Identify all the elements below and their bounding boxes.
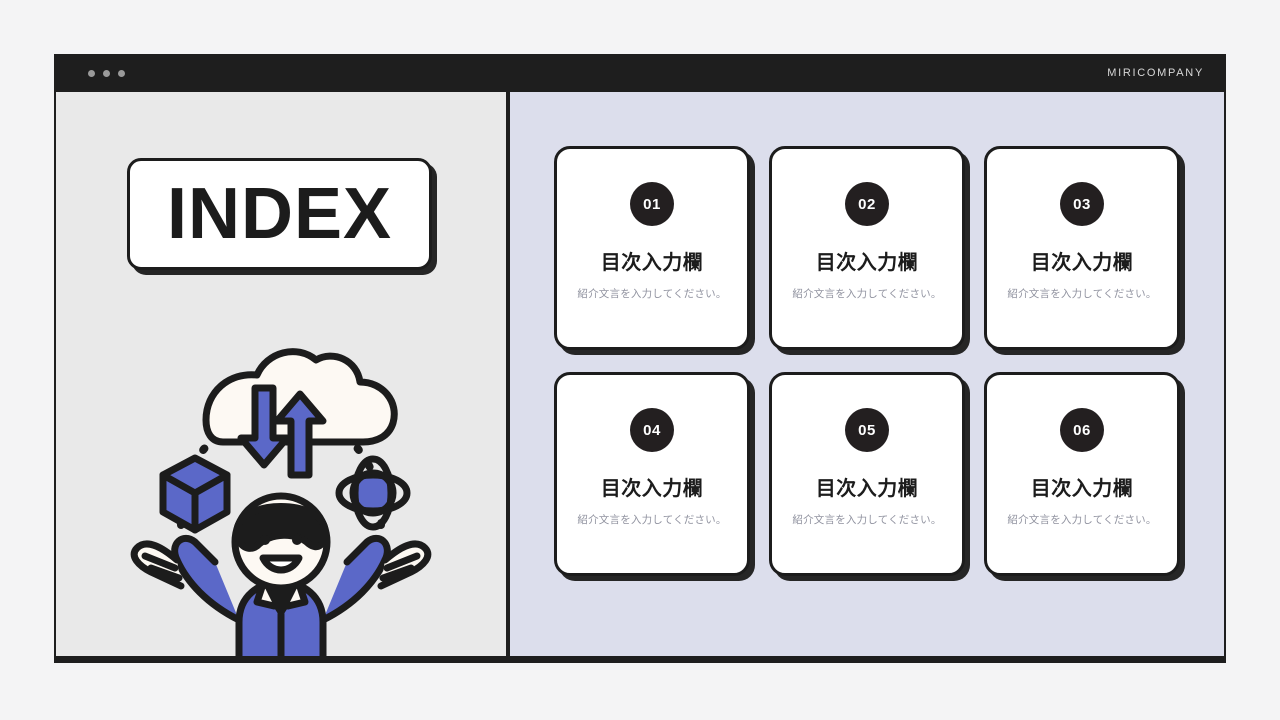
card-title: 目次入力欄 (1030, 252, 1134, 274)
card-number-badge: 04 (630, 408, 674, 452)
window-dot-icon[interactable] (118, 69, 125, 77)
index-card[interactable]: 02 目次入力欄 紹介文言を入力してください。 (769, 146, 965, 350)
right-panel: 01 目次入力欄 紹介文言を入力してください。 02 目次入力欄 紹介文言を入力… (510, 92, 1224, 656)
card-description: 紹介文言を入力してください。 (1007, 514, 1157, 526)
card-description: 紹介文言を入力してください。 (577, 514, 727, 526)
left-panel: INDEX (56, 92, 507, 656)
card-number-badge: 06 (1060, 408, 1104, 452)
index-title-box: INDEX (127, 158, 432, 270)
card-title: 目次入力欄 (600, 252, 704, 274)
window-dot-icon[interactable] (88, 69, 95, 77)
brand-label: MIRICOMPANY (1107, 67, 1204, 79)
window-dot-icon[interactable] (103, 69, 110, 77)
card-number-badge: 05 (845, 408, 889, 452)
card-number-badge: 02 (845, 182, 889, 226)
card-title: 目次入力欄 (1030, 478, 1134, 500)
card-title: 目次入力欄 (815, 252, 919, 274)
cloud-sync-person-illustration (111, 320, 451, 656)
slide-window: MIRICOMPANY INDEX (54, 54, 1226, 663)
card-title: 目次入力欄 (600, 478, 704, 500)
index-card[interactable]: 05 目次入力欄 紹介文言を入力してください。 (769, 372, 965, 576)
slide-body: INDEX (56, 92, 1224, 656)
index-cards-grid: 01 目次入力欄 紹介文言を入力してください。 02 目次入力欄 紹介文言を入力… (554, 146, 1180, 576)
card-description: 紹介文言を入力してください。 (1007, 288, 1157, 300)
card-number-badge: 03 (1060, 182, 1104, 226)
card-number-badge: 01 (630, 182, 674, 226)
page-title: INDEX (166, 174, 393, 254)
card-description: 紹介文言を入力してください。 (792, 514, 942, 526)
window-title-bar: MIRICOMPANY (54, 54, 1226, 92)
window-controls[interactable] (88, 69, 125, 77)
panel-divider (506, 92, 510, 656)
card-title: 目次入力欄 (815, 478, 919, 500)
card-description: 紹介文言を入力してください。 (577, 288, 727, 300)
card-description: 紹介文言を入力してください。 (792, 288, 942, 300)
index-card[interactable]: 06 目次入力欄 紹介文言を入力してください。 (984, 372, 1180, 576)
index-card[interactable]: 03 目次入力欄 紹介文言を入力してください。 (984, 146, 1180, 350)
index-card[interactable]: 04 目次入力欄 紹介文言を入力してください。 (554, 372, 750, 576)
index-card[interactable]: 01 目次入力欄 紹介文言を入力してください。 (554, 146, 750, 350)
